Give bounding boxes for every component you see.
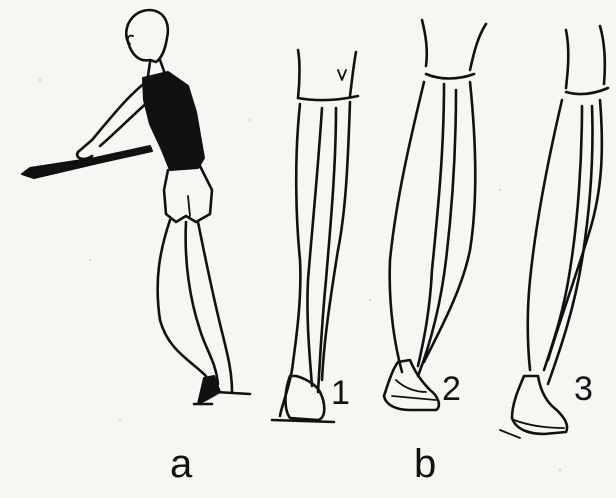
vest <box>143 72 204 170</box>
foot-step-3 <box>512 376 567 434</box>
panel-label-a: a <box>170 444 192 484</box>
figure-a-person <box>22 10 250 404</box>
step-label-3: 3 <box>574 372 593 406</box>
legs <box>158 220 232 392</box>
foot-step-2 <box>384 360 439 410</box>
legs-step-2 <box>384 20 486 410</box>
shorts <box>164 166 212 222</box>
arm-right <box>78 82 150 152</box>
panel-label-b: b <box>414 444 436 484</box>
step-label-1: 1 <box>331 376 350 410</box>
legs-step-1 <box>272 50 358 422</box>
support-bar <box>22 146 152 178</box>
step-label-2: 2 <box>442 372 461 406</box>
